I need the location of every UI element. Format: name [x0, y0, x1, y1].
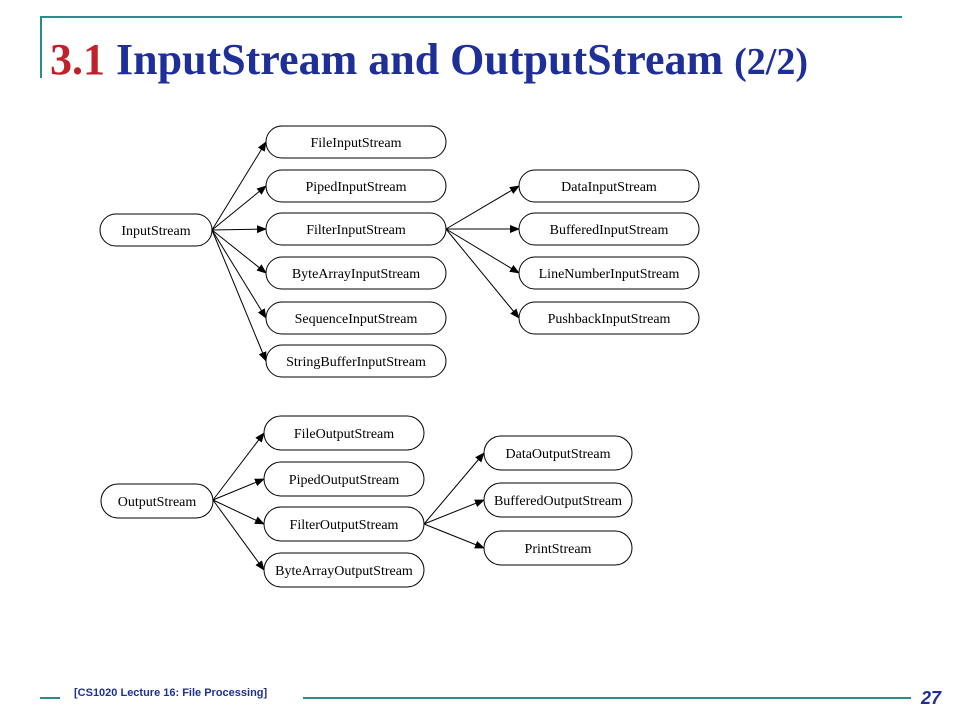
- header-left-rule: [40, 16, 42, 78]
- node-pushbackinputstream: PushbackInputStream: [518, 301, 700, 335]
- page-number: 27: [921, 688, 942, 708]
- node-printstream: PrintStream: [483, 530, 633, 566]
- node-outputstream: OutputStream: [100, 483, 214, 519]
- node-filterinputstream: FilterInputStream: [265, 212, 447, 246]
- node-label: DataOutputStream: [506, 447, 611, 462]
- footer-right-rule: [303, 697, 911, 699]
- header-top-rule: [40, 16, 902, 18]
- node-label: FileInputStream: [311, 136, 402, 151]
- title-main: InputStream and OutputStream: [116, 35, 724, 84]
- node-pipedoutputstream: PipedOutputStream: [263, 461, 425, 497]
- node-label: FilterInputStream: [306, 223, 406, 238]
- node-label: LineNumberInputStream: [539, 267, 680, 282]
- node-pipedinputstream: PipedInputStream: [265, 169, 447, 203]
- title-number: 3.1: [50, 35, 105, 84]
- node-sequenceinputstream: SequenceInputStream: [265, 301, 447, 335]
- node-bytearrayinputstream: ByteArrayInputStream: [265, 256, 447, 290]
- output-edges: [212, 432, 485, 571]
- node-label: ByteArrayInputStream: [292, 267, 420, 282]
- node-label: PushbackInputStream: [548, 312, 671, 327]
- node-inputstream: InputStream: [99, 213, 213, 247]
- footer-left-rule: [40, 697, 60, 699]
- node-label: FilterOutputStream: [290, 518, 399, 533]
- slide-title: 3.1 InputStream and OutputStream (2/2): [50, 32, 808, 90]
- title-suffix: (2/2): [734, 41, 809, 83]
- node-label: OutputStream: [118, 495, 197, 510]
- node-bufferedoutputstream: BufferedOutputStream: [483, 482, 633, 518]
- node-label: PipedOutputStream: [289, 473, 400, 488]
- node-linenumberinputstream: LineNumberInputStream: [518, 256, 700, 290]
- node-label: StringBufferInputStream: [286, 355, 426, 370]
- node-label: SequenceInputStream: [295, 312, 418, 327]
- node-bytearrayoutputstream: ByteArrayOutputStream: [263, 552, 425, 588]
- input-edges: [211, 141, 520, 362]
- footer-course-label: [CS1020 Lecture 16: File Processing]: [74, 687, 268, 699]
- node-fileoutputstream: FileOutputStream: [263, 415, 425, 451]
- node-stringbufferinputstream: StringBufferInputStream: [265, 344, 447, 378]
- node-label: BufferedOutputStream: [494, 494, 622, 509]
- node-label: PipedInputStream: [305, 180, 406, 195]
- node-bufferedinputstream: BufferedInputStream: [518, 212, 700, 246]
- node-dataoutputstream: DataOutputStream: [483, 435, 633, 471]
- node-fileinputstream: FileInputStream: [265, 125, 447, 159]
- node-label: PrintStream: [525, 542, 592, 557]
- node-label: InputStream: [121, 224, 190, 239]
- node-label: BufferedInputStream: [550, 223, 669, 238]
- node-label: ByteArrayOutputStream: [275, 564, 413, 579]
- node-filteroutputstream: FilterOutputStream: [263, 506, 425, 542]
- node-datainputstream: DataInputStream: [518, 169, 700, 203]
- node-label: DataInputStream: [561, 180, 657, 195]
- node-label: FileOutputStream: [294, 427, 394, 442]
